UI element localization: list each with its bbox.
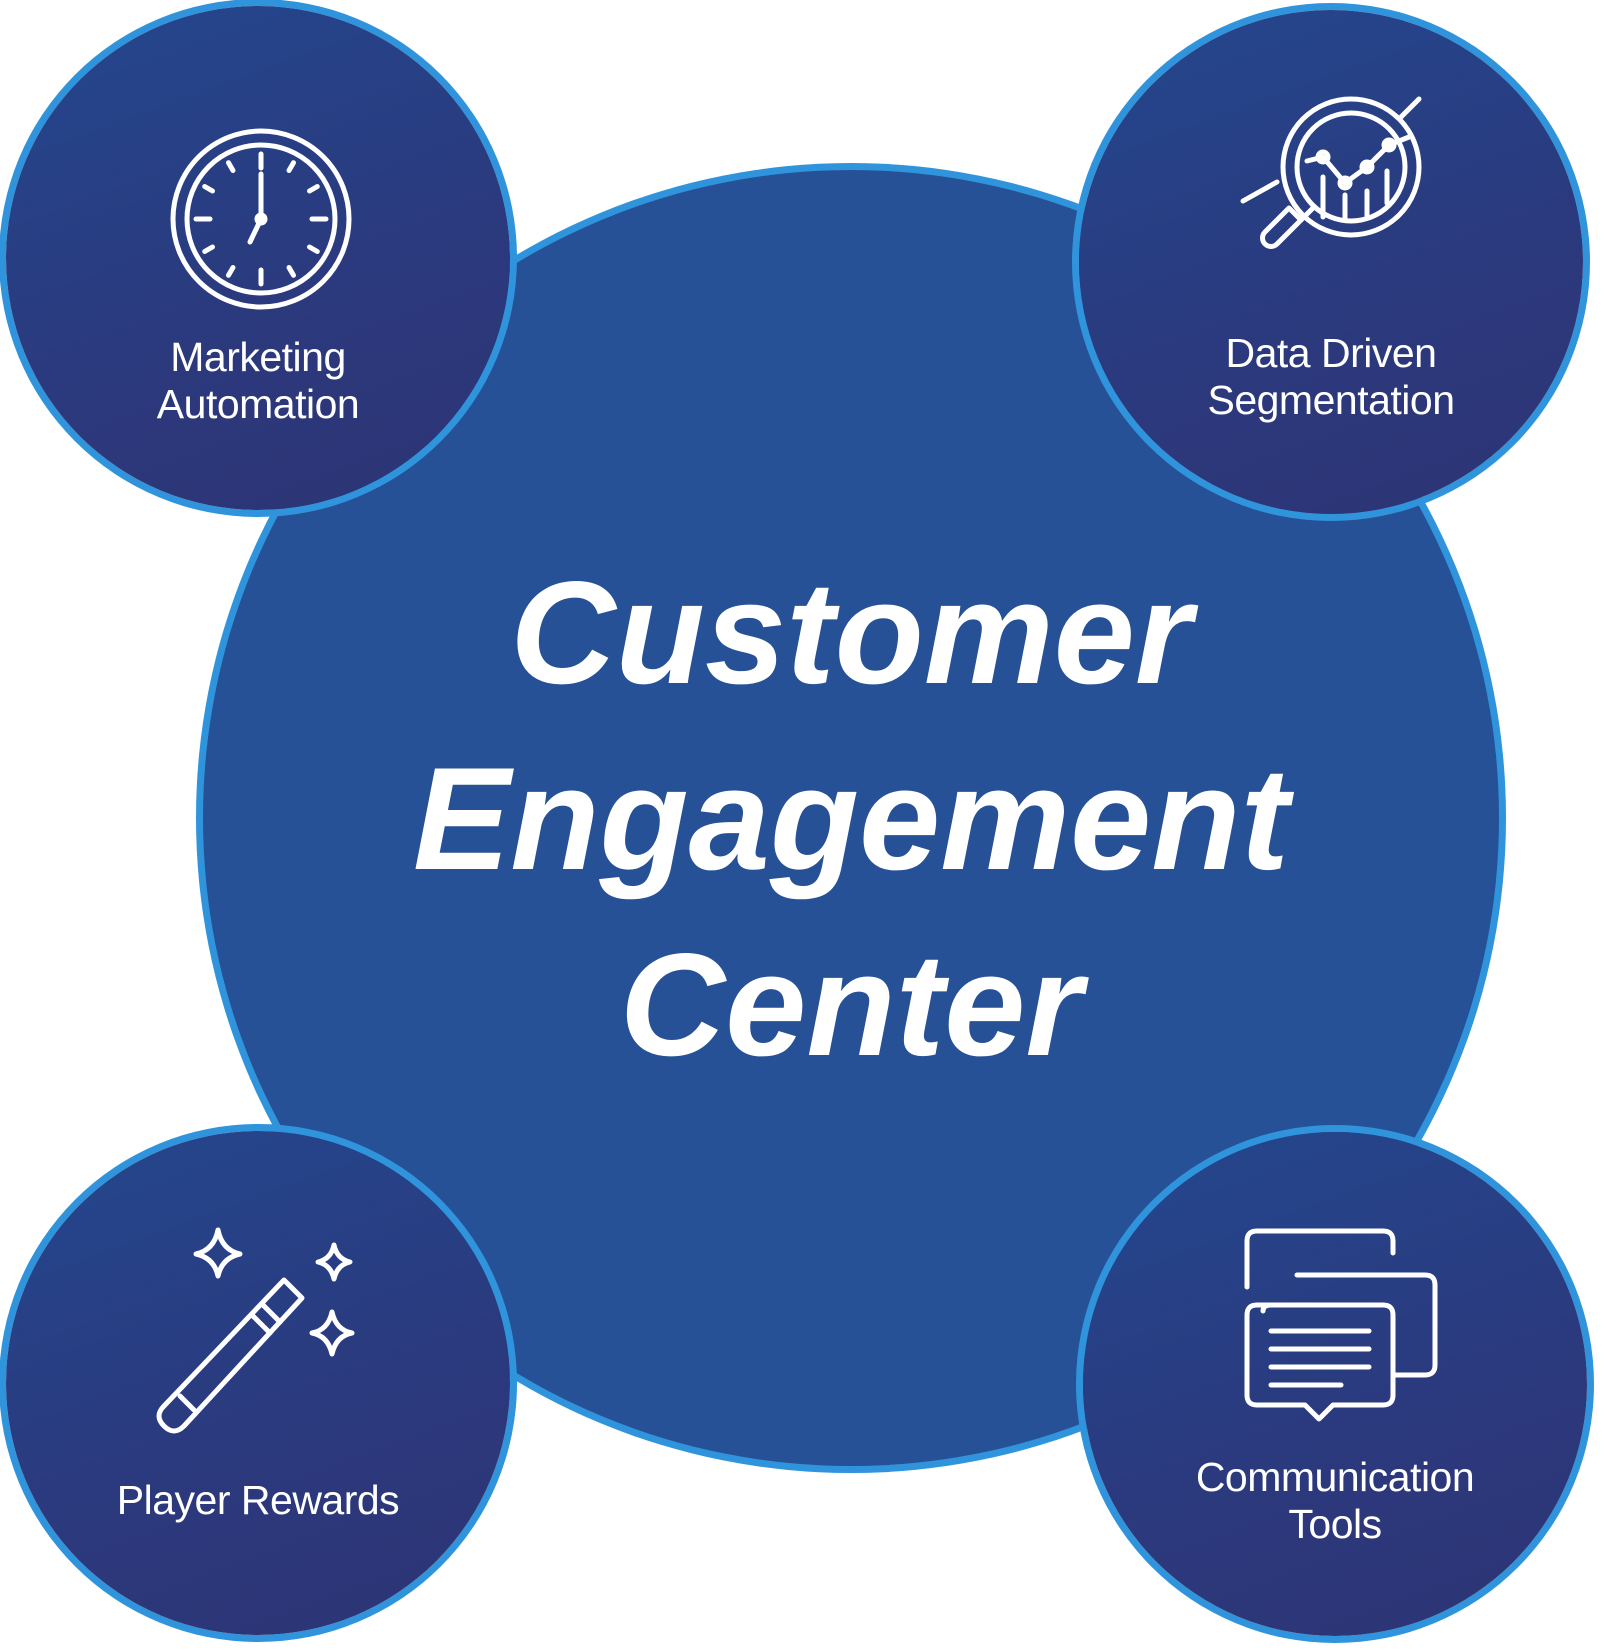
magnifier-chart-icon: [1240, 96, 1422, 249]
node-player-rewards: Player Rewards: [6, 1131, 510, 1635]
node-label-line-1: Communication: [1195, 1454, 1475, 1500]
chat-messages-icon: [1244, 1228, 1438, 1422]
hub-title-line-2: Engagement: [412, 737, 1290, 900]
node-communication-tools: Communication Tools: [1083, 1132, 1587, 1636]
node-label: Data Driven Segmentation: [1119, 330, 1543, 424]
node-data-driven-segmentation: Data Driven Segmentation: [1079, 10, 1583, 514]
node-label-line-2: Tools: [1288, 1501, 1382, 1547]
node-label-line-2: Automation: [156, 381, 360, 427]
hub-title: Customer Engagement Center: [203, 540, 1499, 1098]
node-label-line-1: Data Driven: [1225, 330, 1437, 376]
hub-title-line-3: Center: [619, 923, 1083, 1086]
node-marketing-automation: Marketing Automation: [6, 6, 510, 510]
node-label: Marketing Automation: [46, 334, 470, 428]
node-label-line-1: Player Rewards: [116, 1477, 400, 1523]
node-label-line-1: Marketing: [170, 334, 346, 380]
node-label: Player Rewards: [46, 1477, 470, 1524]
node-label: Communication Tools: [1123, 1454, 1547, 1548]
node-label-line-2: Segmentation: [1207, 377, 1455, 423]
magic-wand-icon: [156, 1227, 355, 1434]
clock-icon: [170, 128, 352, 310]
hub-title-line-1: Customer: [510, 551, 1192, 714]
